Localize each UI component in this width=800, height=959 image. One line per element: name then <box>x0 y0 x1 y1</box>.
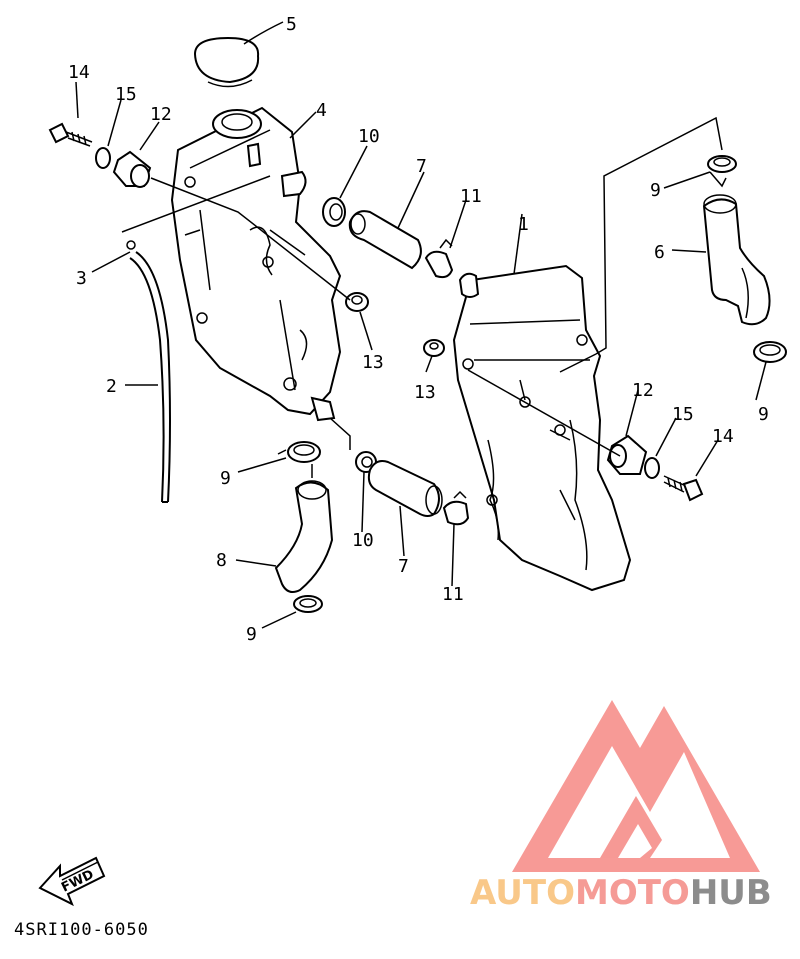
callout-numbers: 5 4 14 15 12 3 2 10 7 11 1 13 13 9 8 9 1… <box>68 14 769 645</box>
callout-8: 8 <box>216 550 227 571</box>
hose-lower-7 <box>367 460 443 517</box>
callout-6: 6 <box>654 242 665 263</box>
clamp-upper-11 <box>424 238 454 279</box>
callout-2: 2 <box>106 376 117 397</box>
bolt-right <box>663 475 704 502</box>
fwd-arrow-icon: FWD <box>38 856 106 907</box>
drawing-code: 4SRI100-6050 <box>14 920 149 940</box>
clamp-upper-10 <box>322 197 346 227</box>
callout-4: 4 <box>316 100 327 121</box>
callout-10b: 10 <box>352 530 374 551</box>
leader-lines <box>75 21 767 629</box>
callout-11: 11 <box>460 186 482 207</box>
collar-center <box>345 292 369 312</box>
grommet-right <box>606 434 648 475</box>
callout-5: 5 <box>286 14 297 35</box>
callout-9: 9 <box>220 468 231 489</box>
callout-7: 7 <box>416 156 427 177</box>
callout-15b: 15 <box>672 404 694 425</box>
callout-7b: 7 <box>398 556 409 577</box>
callout-11b: 11 <box>442 584 464 605</box>
overflow-hose <box>126 240 171 503</box>
left-radiator <box>170 106 342 422</box>
clamp-top-right-9 <box>707 155 737 188</box>
watermark-text: AUTOMOTOHUB <box>470 873 772 913</box>
clamp-lower-11 <box>442 490 470 526</box>
automotohub-logo-icon <box>512 700 760 872</box>
callout-13: 13 <box>362 352 384 373</box>
callout-9c: 9 <box>650 180 661 201</box>
hose-8 <box>274 480 334 593</box>
clamp-bottom-9 <box>293 595 323 613</box>
clamp-lower-left-9 <box>277 441 321 463</box>
callout-14b: 14 <box>712 426 734 447</box>
collar-right <box>423 339 445 357</box>
watermark-hub: HUB <box>689 873 772 913</box>
callout-10: 10 <box>358 126 380 147</box>
watermark-moto: MOTO <box>574 873 690 913</box>
callout-12: 12 <box>150 104 172 125</box>
radiator-cap <box>193 36 260 88</box>
hose-6 <box>702 194 771 326</box>
callout-9b: 9 <box>246 624 257 645</box>
callout-14: 14 <box>68 62 90 83</box>
clamp-right-9 <box>753 341 787 363</box>
callout-9d: 9 <box>758 404 769 425</box>
bolt-left <box>48 122 93 147</box>
callout-13b: 13 <box>414 382 436 403</box>
grommet-left <box>112 150 152 188</box>
callout-12b: 12 <box>632 380 654 401</box>
hose-upper-7 <box>348 210 422 270</box>
callout-3: 3 <box>76 268 87 289</box>
right-radiator <box>452 264 632 592</box>
watermark-auto: AUTO <box>470 873 575 913</box>
callout-15: 15 <box>115 84 137 105</box>
washer-left <box>95 147 111 169</box>
callout-1: 1 <box>518 214 529 235</box>
washer-right <box>644 457 660 479</box>
